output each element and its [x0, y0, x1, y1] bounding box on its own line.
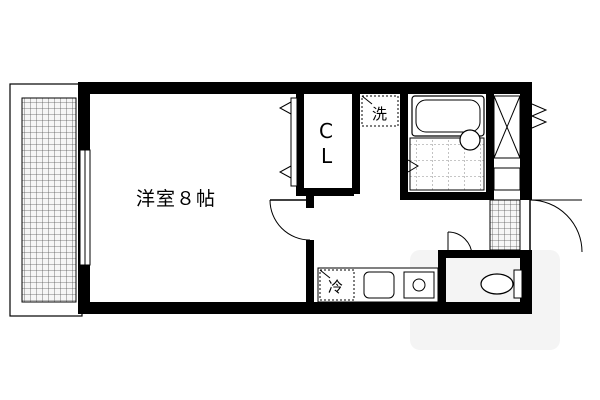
room-door	[269, 199, 311, 241]
walls	[78, 82, 532, 314]
closet-letter-c: C	[319, 119, 333, 143]
bathroom	[407, 94, 486, 192]
storage-cabinet	[493, 95, 548, 191]
balcony	[9, 83, 83, 317]
washer-label: 洗	[372, 105, 387, 123]
kitchen	[317, 267, 439, 303]
entrance	[489, 199, 583, 253]
toilet-room	[447, 231, 523, 299]
closet	[278, 94, 352, 188]
western-room-label: 洋室８帖	[136, 188, 216, 210]
closet-letter-l: L	[321, 144, 333, 168]
washer-spot	[361, 95, 399, 127]
fridge-label: 冷	[328, 278, 343, 296]
balcony-window	[79, 149, 91, 266]
